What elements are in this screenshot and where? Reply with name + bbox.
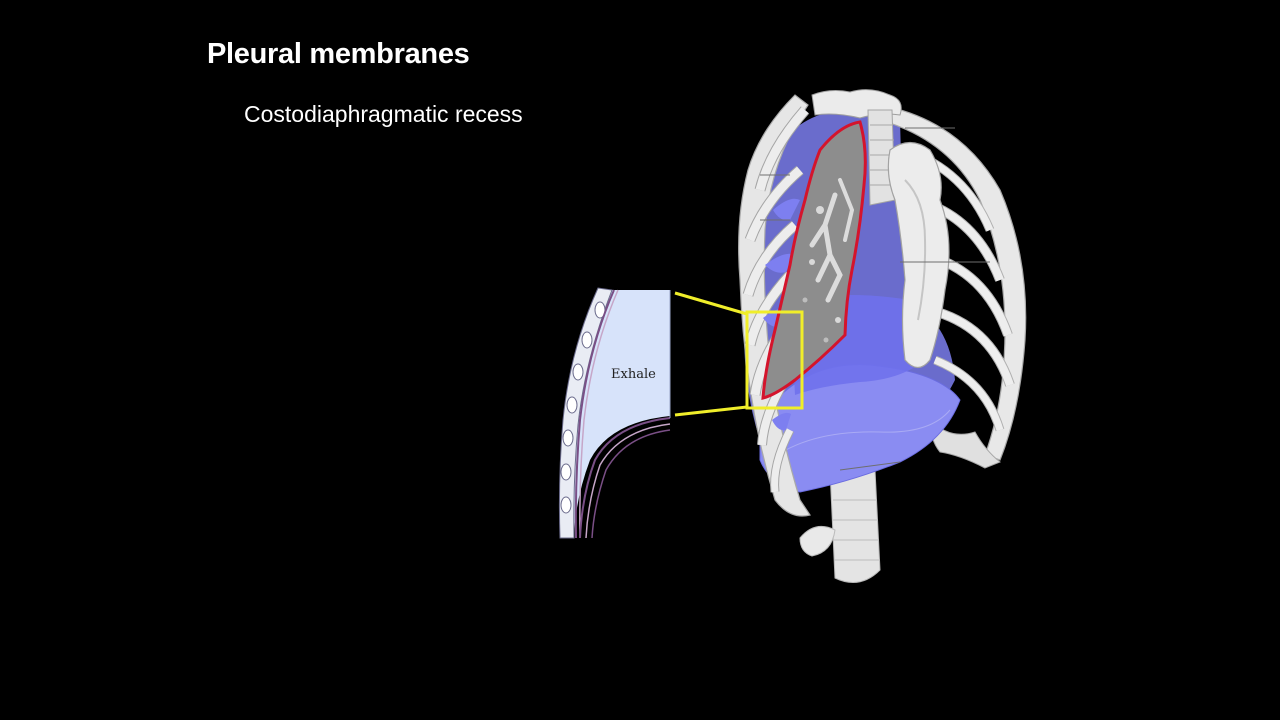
- lower-tube: [799, 469, 881, 583]
- rib-sections: [560, 301, 606, 514]
- ribcage-left: [738, 94, 811, 517]
- leader-lines: [760, 127, 990, 471]
- ribcage-right: [879, 104, 1027, 469]
- inset-label: Exhale: [611, 367, 656, 382]
- slide-subtitle: Costodiaphragmatic recess: [244, 101, 523, 127]
- inset-connectors: [674, 291, 748, 417]
- slide-title: Pleural membranes: [207, 38, 470, 70]
- pleural-recess-inset: Exhale: [558, 287, 671, 539]
- lung: [761, 120, 867, 400]
- upper-spine: [811, 89, 902, 206]
- scapula: [887, 141, 950, 369]
- highlight-box: [745, 310, 804, 410]
- thorax-illustration: [738, 89, 1027, 583]
